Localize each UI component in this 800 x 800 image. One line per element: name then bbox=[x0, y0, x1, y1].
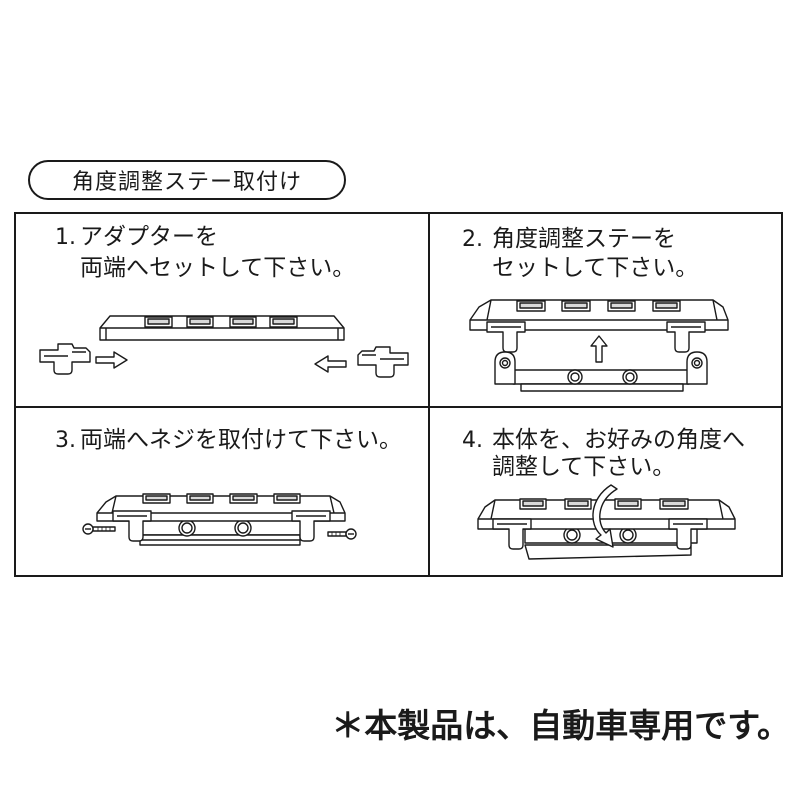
pad bbox=[269, 316, 298, 328]
stay-tab-right bbox=[686, 351, 708, 385]
adapter-right bbox=[357, 346, 409, 378]
pad bbox=[607, 300, 636, 312]
adapter-right bbox=[668, 518, 708, 550]
mount-bar bbox=[99, 315, 345, 341]
step-4-line-2: 調整して下さい。 bbox=[492, 454, 676, 480]
pad bbox=[142, 493, 171, 504]
adapter-left bbox=[492, 518, 532, 550]
step-3-line-1: 両端へネジを取付けて下さい。 bbox=[80, 427, 402, 453]
step-3-text: 3.両端へネジを取付けて下さい。 bbox=[55, 425, 402, 456]
step-4-line-1: 本体を、お好みの角度へ bbox=[492, 427, 745, 453]
pad bbox=[659, 498, 689, 510]
step-1-number: 1. bbox=[55, 225, 76, 250]
pad bbox=[564, 498, 592, 510]
adapter-right bbox=[291, 510, 331, 542]
arrow-left-icon bbox=[314, 355, 347, 373]
pad bbox=[186, 493, 214, 504]
step-1-text: 1.アダプターを 両端へセットして下さい。 bbox=[55, 222, 355, 284]
adapter-right bbox=[666, 321, 706, 353]
adapter-left bbox=[39, 343, 91, 375]
stay-hole bbox=[567, 369, 583, 385]
arrow-up-icon bbox=[590, 335, 608, 363]
pad bbox=[614, 498, 642, 510]
rotate-arrow-icon bbox=[592, 484, 618, 548]
pad bbox=[186, 316, 214, 328]
adapter-left bbox=[486, 321, 526, 353]
pad bbox=[652, 300, 681, 312]
stay-hole bbox=[563, 526, 581, 544]
step-4-illustration bbox=[477, 484, 736, 560]
step-4-number: 4. bbox=[462, 428, 483, 453]
pad bbox=[144, 316, 173, 328]
step-2-illustration bbox=[469, 299, 729, 392]
screw-left bbox=[82, 523, 116, 535]
step-1-line-1: アダプターを bbox=[80, 224, 218, 250]
screw-right bbox=[327, 528, 357, 540]
grid-divider-horizontal bbox=[14, 406, 783, 408]
angle-stay bbox=[494, 351, 708, 392]
step-2-text: 2. 角度調整ステーを セットして下さい。 bbox=[462, 225, 698, 282]
step-4-panel: 4. 本体を、お好みの角度へ 調整して下さい。 bbox=[429, 407, 783, 577]
step-3-illustration bbox=[82, 493, 357, 546]
stay-hole bbox=[619, 526, 637, 544]
step-1-panel: 1.アダプターを 両端へセットして下さい。 bbox=[14, 212, 428, 406]
step-2-line-1: 角度調整ステーを bbox=[492, 226, 676, 252]
adapter-left bbox=[112, 510, 152, 542]
step-2-panel: 2. 角度調整ステーを セットして下さい。 bbox=[429, 212, 783, 406]
step-4-text: 4. 本体を、お好みの角度へ 調整して下さい。 bbox=[462, 427, 745, 481]
pad bbox=[519, 498, 547, 510]
arrow-right-icon bbox=[95, 351, 128, 369]
step-2-number: 2. bbox=[462, 227, 483, 252]
stay-hole bbox=[622, 369, 638, 385]
pad bbox=[229, 316, 257, 328]
step-3-number: 3. bbox=[55, 428, 76, 453]
usage-note: ＊本製品は、自動車専用です。 bbox=[331, 706, 790, 745]
step-2-line-2: セットして下さい。 bbox=[492, 255, 699, 281]
pad bbox=[516, 300, 546, 312]
stay-hole bbox=[234, 519, 252, 537]
step-1-illustration bbox=[39, 315, 409, 378]
stay-hole bbox=[178, 519, 196, 537]
grid-divider-vertical bbox=[428, 212, 430, 577]
section-title: 角度調整ステー取付け bbox=[28, 160, 346, 200]
pad bbox=[273, 493, 301, 504]
pad bbox=[229, 493, 258, 504]
pad bbox=[561, 300, 591, 312]
step-3-panel: 3.両端へネジを取付けて下さい。 bbox=[14, 407, 428, 577]
stay-tab-left bbox=[494, 351, 516, 385]
step-1-line-2: 両端へセットして下さい。 bbox=[80, 255, 356, 281]
